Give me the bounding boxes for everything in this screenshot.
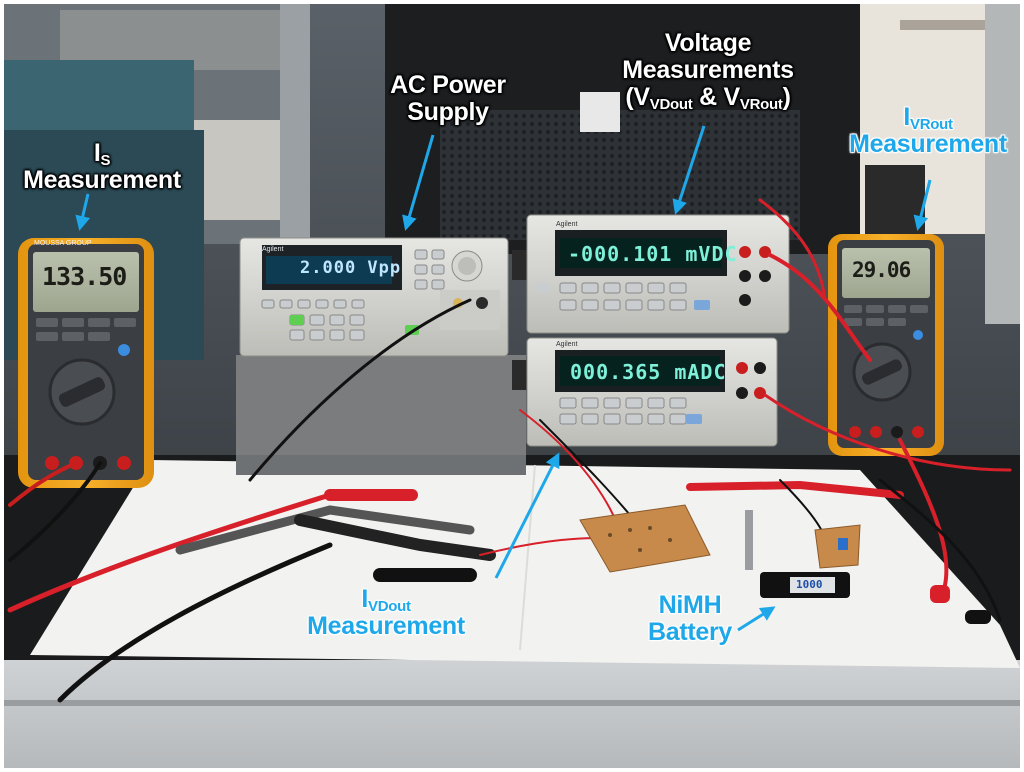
- top-bench-dmm: [512, 214, 790, 334]
- bottom-bench-dmm: [512, 337, 778, 447]
- bottom-dmm-reading: 000.365 mADC: [570, 360, 727, 384]
- is-measurement-label: IS Measurement: [23, 139, 181, 194]
- battery-label: 1000: [796, 578, 823, 591]
- right-handheld-multimeter: [828, 234, 944, 456]
- left-multimeter-reading: 133.50: [42, 262, 127, 291]
- function-generator-reading: 2.000 Vpp: [300, 258, 402, 278]
- function-generator: [236, 237, 526, 475]
- voltage-measurements-label: Voltage Measurements (VVDout & VVRout): [622, 29, 794, 113]
- right-multimeter-reading: 29.06: [852, 258, 911, 282]
- bottom-dmm-brand: Agilent: [556, 341, 578, 348]
- ivdout-measurement-label: IVDout Measurement: [307, 585, 465, 640]
- left-handheld-multimeter: [18, 238, 154, 488]
- left-multimeter-brand: MOUSSA GROUP: [34, 240, 92, 247]
- circuit-board: [579, 504, 861, 573]
- top-dmm-reading: -000.101 mVDC: [568, 242, 738, 266]
- nimh-battery: [745, 510, 850, 598]
- ac-power-supply-label: AC Power Supply: [390, 71, 506, 126]
- top-dmm-brand: Agilent: [556, 221, 578, 228]
- ivrout-measurement-label: IVRout Measurement: [849, 103, 1007, 158]
- nimh-battery-label: NiMH Battery: [647, 591, 733, 646]
- function-generator-brand: Agilent: [262, 246, 284, 253]
